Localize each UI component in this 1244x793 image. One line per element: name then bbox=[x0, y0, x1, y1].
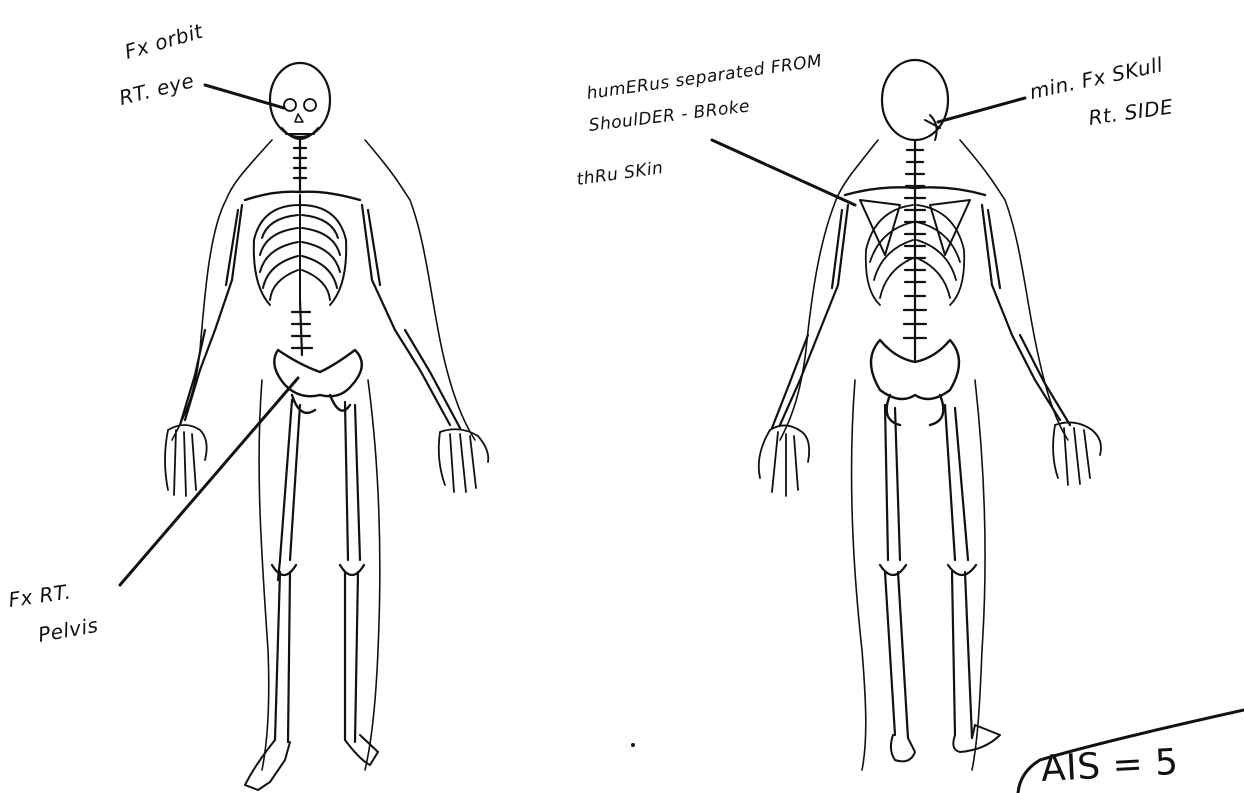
stray-dot bbox=[631, 743, 635, 747]
back-right-hand bbox=[759, 425, 809, 496]
front-right-foot bbox=[245, 740, 290, 790]
back-right-leg-bones bbox=[880, 405, 908, 738]
back-left-hand bbox=[1053, 422, 1101, 485]
front-clavicles bbox=[245, 192, 360, 200]
front-left-hand bbox=[439, 429, 489, 492]
front-neck-vertebrae bbox=[294, 140, 306, 190]
front-eye-socket-right bbox=[284, 99, 296, 111]
front-right-arm-bones bbox=[180, 205, 242, 425]
front-nose bbox=[295, 114, 303, 122]
front-lumbar-spine bbox=[292, 300, 312, 355]
pointer-line-pelvis bbox=[120, 378, 298, 585]
front-skeleton bbox=[165, 63, 488, 790]
front-left-leg-bones bbox=[340, 402, 364, 742]
front-left-foot bbox=[345, 735, 378, 765]
front-right-leg-bones bbox=[272, 400, 300, 742]
back-left-arm-bones bbox=[982, 205, 1070, 425]
pointer-line-skull bbox=[938, 98, 1025, 122]
back-right-foot bbox=[891, 735, 915, 761]
front-eye-socket-left bbox=[304, 99, 316, 111]
pointer-line-humerus bbox=[712, 140, 855, 205]
front-left-arm-bones bbox=[362, 205, 460, 428]
front-rib-cage bbox=[254, 195, 346, 305]
front-skull bbox=[270, 63, 330, 137]
back-spine bbox=[904, 140, 926, 360]
back-skeleton bbox=[759, 60, 1101, 770]
front-right-hand bbox=[165, 425, 207, 496]
ais-score: AIS = 5 bbox=[1040, 745, 1179, 788]
front-pelvis bbox=[274, 350, 362, 413]
back-left-leg-bones bbox=[945, 405, 976, 738]
